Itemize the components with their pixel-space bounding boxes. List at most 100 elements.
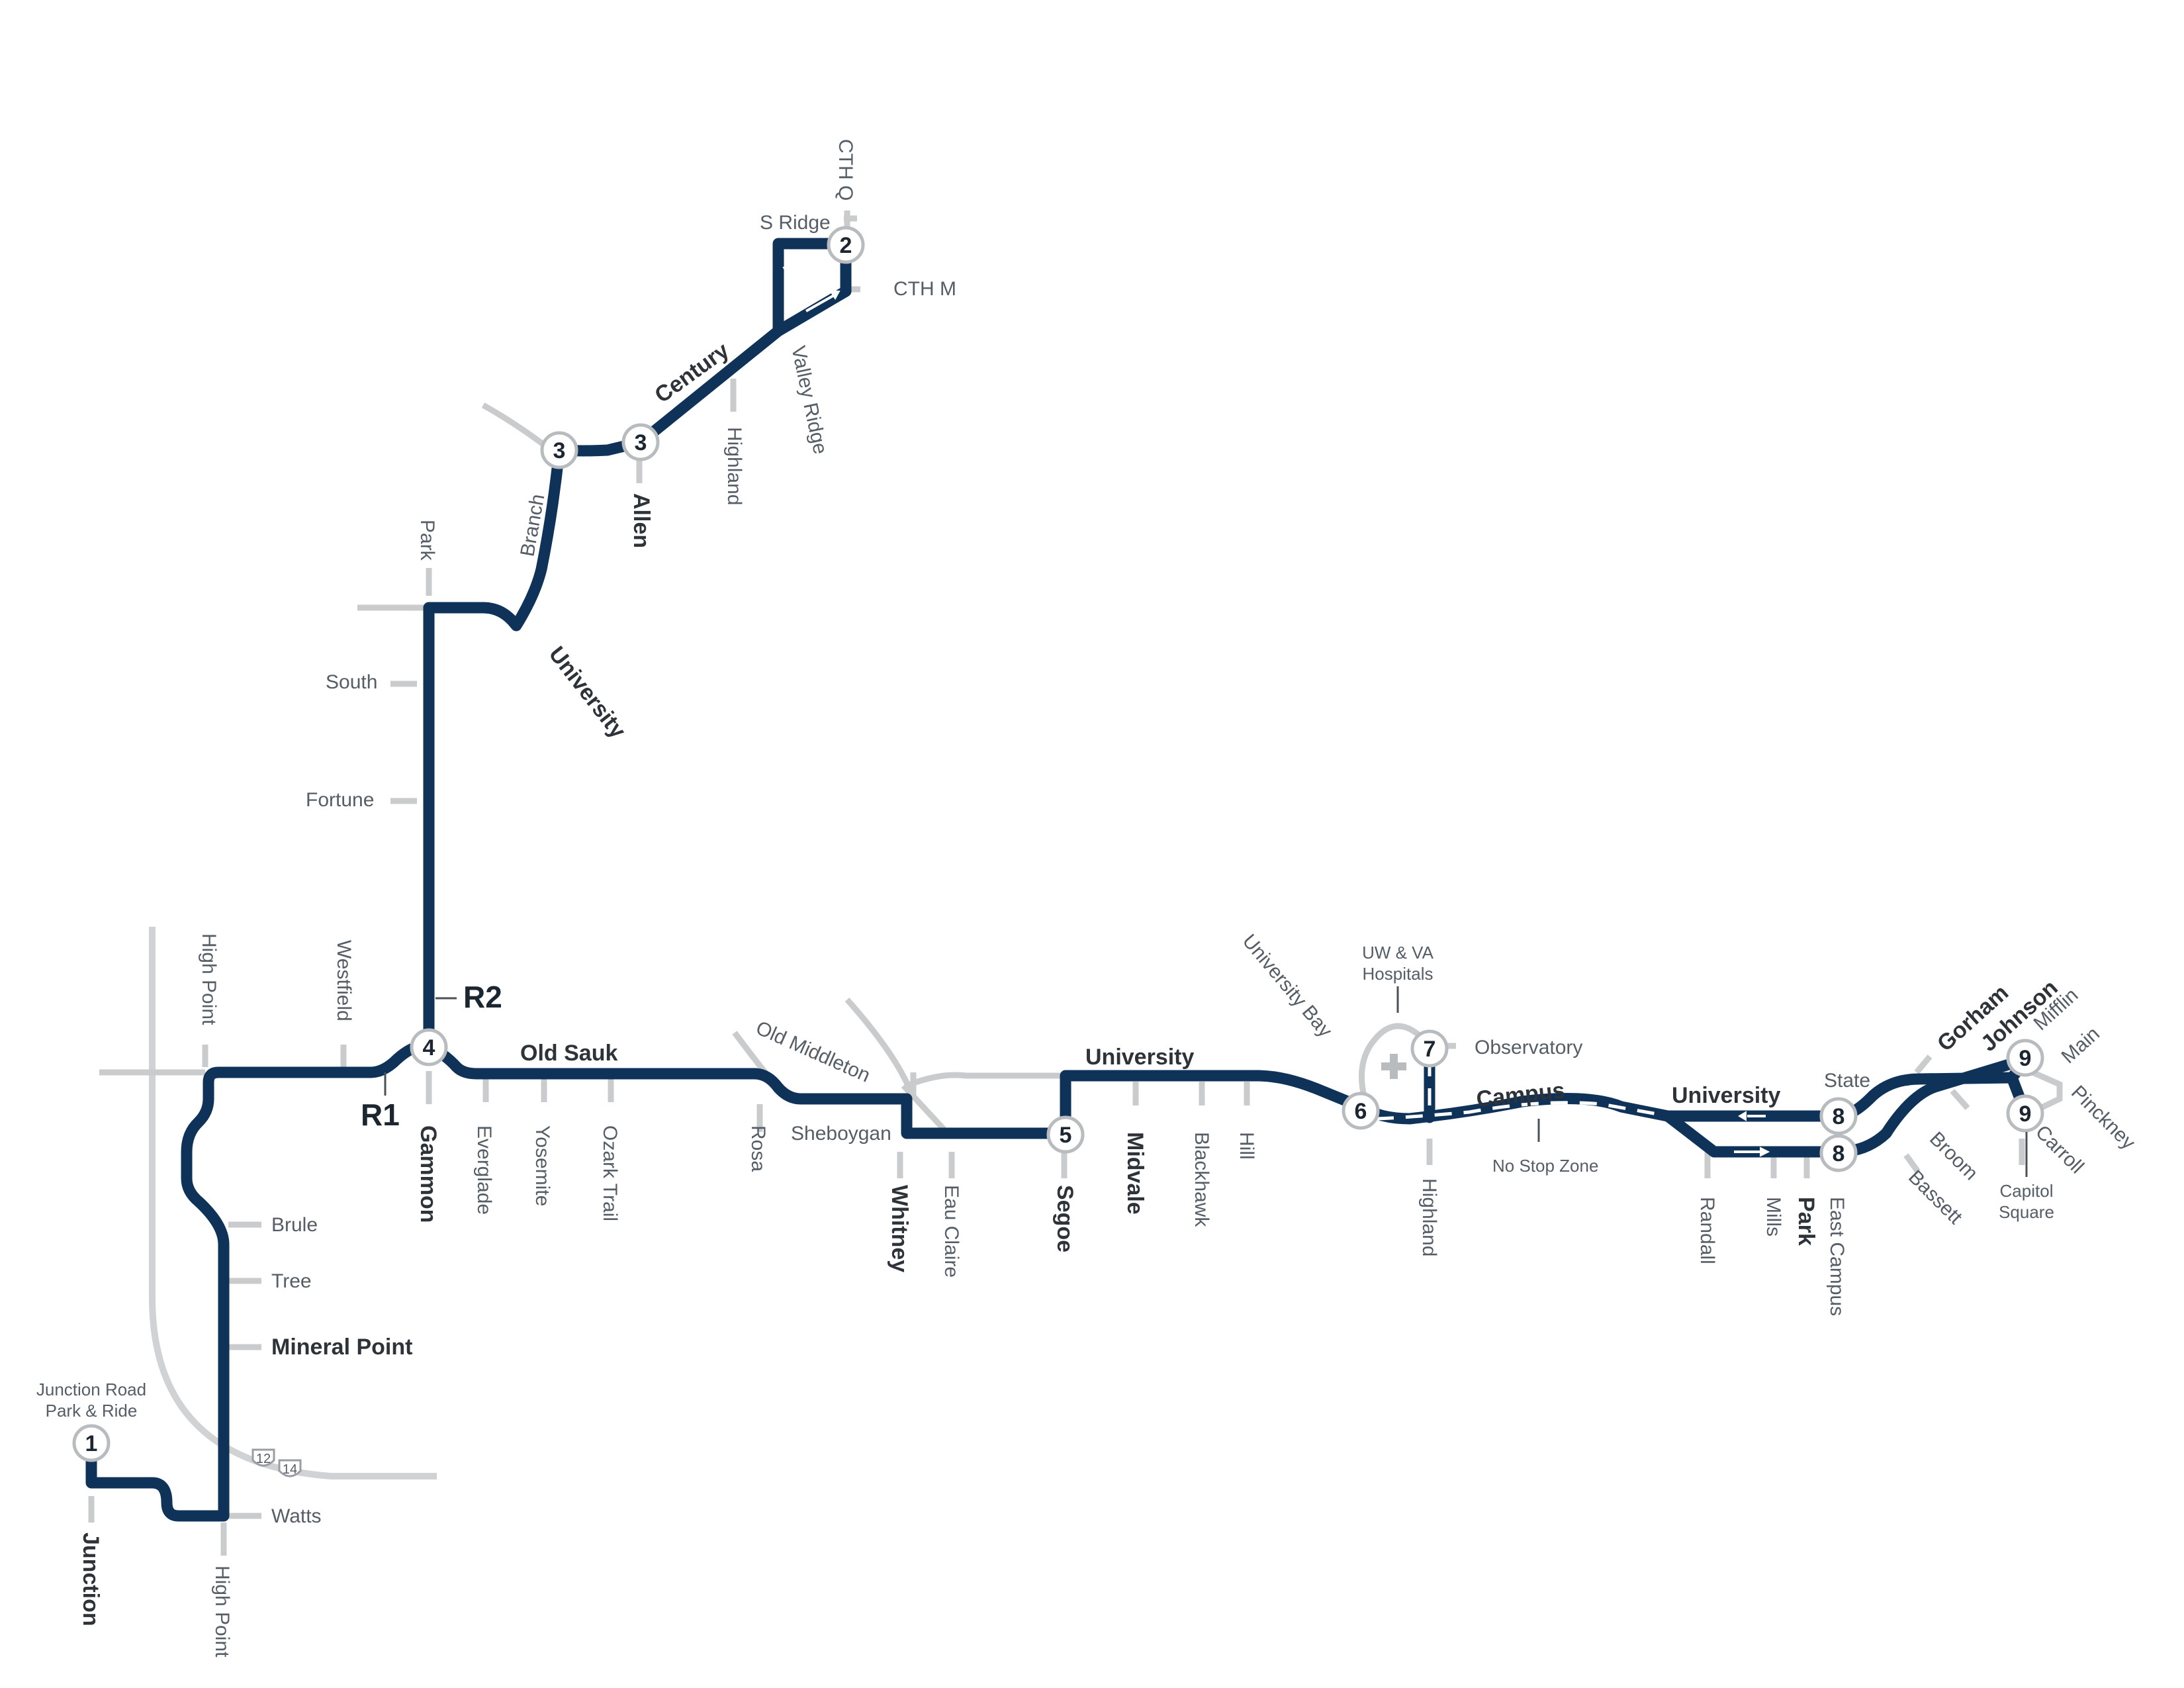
svg-text:8: 8	[1833, 1104, 1845, 1129]
label-observatory: Observatory	[1475, 1037, 1582, 1058]
arrow-university-west-head	[1738, 1111, 1747, 1121]
us-14-shield: 14	[278, 1459, 302, 1477]
svg-text:8: 8	[1833, 1141, 1845, 1166]
route-old-sauk	[365, 1041, 1367, 1139]
station-6[interactable]: 6	[1342, 1092, 1380, 1130]
stations: 1 2 3 3 4 5 6 7	[72, 226, 2044, 1462]
label-east-campus: East Campus	[1826, 1197, 1848, 1316]
label-allen: Allen	[629, 493, 654, 548]
label-brule: Brule	[271, 1214, 318, 1236]
label-bassett: Bassett	[1904, 1166, 1967, 1229]
svg-text:9: 9	[2019, 1102, 2032, 1127]
label-everglade: Everglade	[473, 1125, 495, 1215]
label-south: South	[326, 671, 377, 693]
label-whitney: Whitney	[887, 1185, 912, 1272]
svg-text:Capitol: Capitol	[2000, 1181, 2054, 1201]
label-westfield: Westfield	[333, 940, 355, 1021]
label-segoe: Segoe	[1052, 1185, 1077, 1252]
station-4[interactable]: 4	[410, 1028, 448, 1066]
route-r2-north	[423, 444, 565, 1053]
station-2[interactable]: 2	[827, 226, 865, 264]
label-blackhawk: Blackhawk	[1191, 1132, 1212, 1227]
street-labels: CTH Q S Ridge CTH M Century Valley Ridge…	[78, 139, 2139, 1658]
route-s-ridge-loop	[772, 238, 852, 337]
label-campus: Campus	[1475, 1078, 1566, 1112]
label-watts: Watts	[271, 1505, 322, 1527]
arrow-century	[805, 293, 836, 312]
label-eau-claire: Eau Claire	[940, 1185, 962, 1278]
label-carroll: Carroll	[2031, 1121, 2088, 1178]
svg-text:6: 6	[1355, 1099, 1367, 1124]
station-5[interactable]: 5	[1046, 1115, 1085, 1154]
label-cth-q: CTH Q	[835, 139, 856, 201]
campus-no-stop-dashes	[1376, 1101, 1662, 1121]
svg-text:4: 4	[423, 1035, 435, 1060]
svg-text:5: 5	[1060, 1123, 1072, 1148]
label-yosemite: Yosemite	[531, 1125, 553, 1206]
label-broom: Broom	[1925, 1128, 1982, 1185]
label-midvale: Midvale	[1122, 1132, 1148, 1215]
direction-arrows	[782, 252, 1770, 1157]
svg-text:1: 1	[85, 1431, 98, 1456]
arrow-century-head	[829, 291, 841, 300]
us-12-shield: 12	[251, 1448, 275, 1467]
label-tree: Tree	[271, 1270, 312, 1292]
label-valley-ridge: Valley Ridge	[787, 344, 831, 456]
svg-text:9: 9	[2019, 1046, 2032, 1071]
arrow-s-ridge-head	[782, 267, 793, 277]
route-r1-label: R1	[361, 1098, 400, 1132]
label-no-stop-zone: No Stop Zone	[1492, 1156, 1598, 1176]
label-pinckney: Pinckney	[2067, 1082, 2139, 1154]
station-9-mifflin[interactable]: 9	[2006, 1039, 2044, 1077]
label-ozark-trail: Ozark Trail	[599, 1125, 621, 1221]
station-7[interactable]: 7	[1410, 1029, 1449, 1068]
station-captions: Junction Road Park & Ride UW & VA Hospit…	[36, 943, 2054, 1421]
svg-text:12: 12	[256, 1452, 271, 1466]
label-main: Main	[2058, 1023, 2104, 1068]
svg-text:14: 14	[283, 1462, 297, 1477]
route-r2-label: R2	[463, 980, 502, 1014]
hospital-icon	[1381, 1054, 1406, 1079]
label-mineral-point: Mineral Point	[271, 1335, 412, 1360]
label-rosa: Rosa	[747, 1125, 769, 1172]
svg-text:Hospitals: Hospitals	[1363, 964, 1433, 984]
label-university-west: University	[544, 642, 631, 743]
label-randall: Randall	[1696, 1197, 1718, 1264]
station-3-branch[interactable]: 3	[540, 431, 578, 469]
label-mills: Mills	[1762, 1197, 1784, 1237]
station-1[interactable]: 1	[72, 1424, 111, 1462]
label-high-point-north: High Point	[198, 933, 220, 1025]
label-junction: Junction	[78, 1532, 103, 1626]
label-gammon: Gammon	[416, 1125, 441, 1223]
label-state: State	[1824, 1070, 1870, 1092]
station-9-carroll[interactable]: 9	[2006, 1094, 2044, 1133]
branch-street-west	[481, 402, 551, 451]
label-old-sauk: Old Sauk	[520, 1041, 617, 1066]
label-highland-north: Highland	[723, 427, 745, 505]
context-streets	[99, 402, 2063, 1479]
station-8-south[interactable]: 8	[1819, 1134, 1858, 1172]
label-cth-m: CTH M	[893, 278, 956, 300]
svg-text:UW & VA: UW & VA	[1362, 943, 1434, 962]
arrow-university-east-head	[1760, 1147, 1770, 1157]
route-labels: R1 R2	[361, 980, 502, 1132]
whitney-interchange	[844, 998, 917, 1100]
label-university-bay: University Bay	[1238, 930, 1337, 1041]
label-hill: Hill	[1236, 1132, 1257, 1160]
station-3-allen[interactable]: 3	[621, 423, 660, 461]
svg-text:3: 3	[553, 438, 566, 463]
street-stubs	[88, 211, 2025, 1556]
hospitals-loop	[1359, 1023, 1433, 1117]
label-s-ridge: S Ridge	[760, 212, 831, 234]
brt-route-line	[85, 238, 2031, 1522]
label-university-mid: University	[1085, 1045, 1194, 1070]
svg-text:Junction Road: Junction Road	[36, 1380, 146, 1399]
eau-claire-ramp	[901, 1083, 949, 1135]
svg-text:Square: Square	[1999, 1202, 2054, 1222]
svg-text:3: 3	[635, 430, 647, 455]
label-university-east: University	[1672, 1083, 1780, 1108]
station-8-north[interactable]: 8	[1819, 1097, 1858, 1135]
label-sheboygan: Sheboygan	[791, 1123, 891, 1145]
label-park-north: Park	[416, 520, 438, 561]
